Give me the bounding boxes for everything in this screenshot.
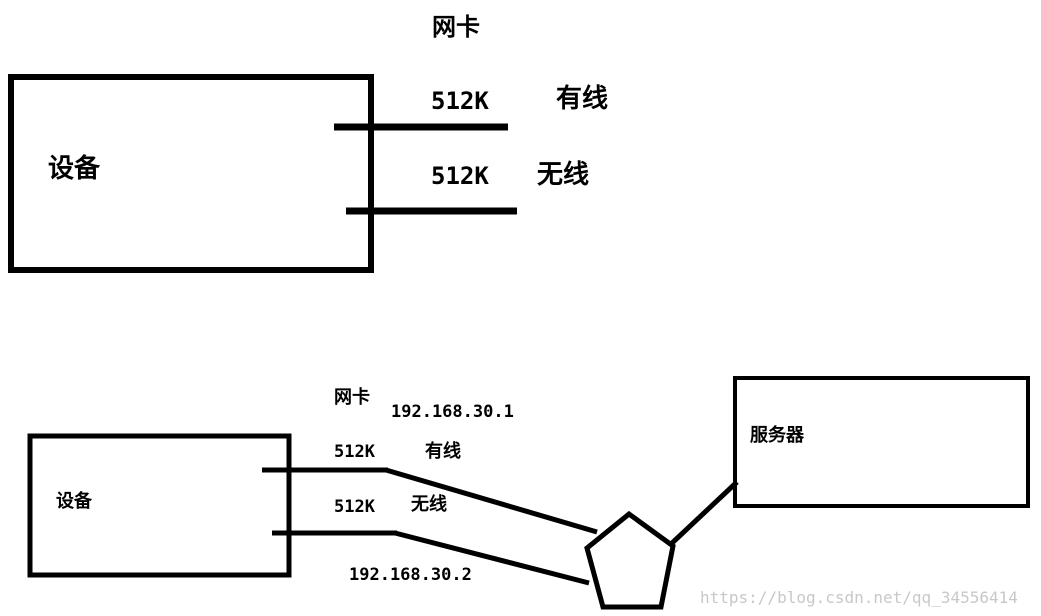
top-wireless-type: 无线: [537, 160, 589, 190]
bottom-ip-wired: 192.168.30.1: [391, 402, 514, 422]
server-box: [733, 376, 1030, 508]
bottom-wireless-type: 无线: [411, 493, 447, 515]
top-nic-label: 网卡: [432, 13, 480, 41]
bottom-wired-speed: 512K: [334, 442, 376, 462]
bottom-wireless-speed: 512K: [334, 497, 376, 517]
wireless-link-line: [394, 530, 590, 586]
top-device-box: [8, 74, 374, 273]
bottom-wired-type: 有线: [425, 440, 461, 462]
bottom-device-label: 设备: [56, 490, 93, 512]
top-wired-type: 有线: [556, 84, 608, 114]
server-link-line: [669, 480, 739, 546]
top-wired-speed: 512K: [431, 87, 489, 115]
top-wireless-speed: 512K: [431, 162, 489, 190]
watermark: https://blog.csdn.net/qq_34556414: [700, 588, 1018, 607]
wired-link-line: [385, 467, 598, 535]
server-label: 服务器: [750, 424, 805, 446]
bottom-diagram: 网卡 192.168.30.1 设备 512K 有线 512K 无线 192.1…: [27, 376, 1030, 610]
bottom-device-box: [27, 433, 292, 578]
switch-pentagon: [584, 510, 676, 610]
bottom-ip-wireless: 192.168.30.2: [349, 565, 472, 585]
top-diagram: 网卡 设备 512K 有线 512K 无线: [8, 13, 608, 273]
bottom-nic-label: 网卡: [334, 386, 370, 408]
top-device-label: 设备: [48, 154, 101, 184]
